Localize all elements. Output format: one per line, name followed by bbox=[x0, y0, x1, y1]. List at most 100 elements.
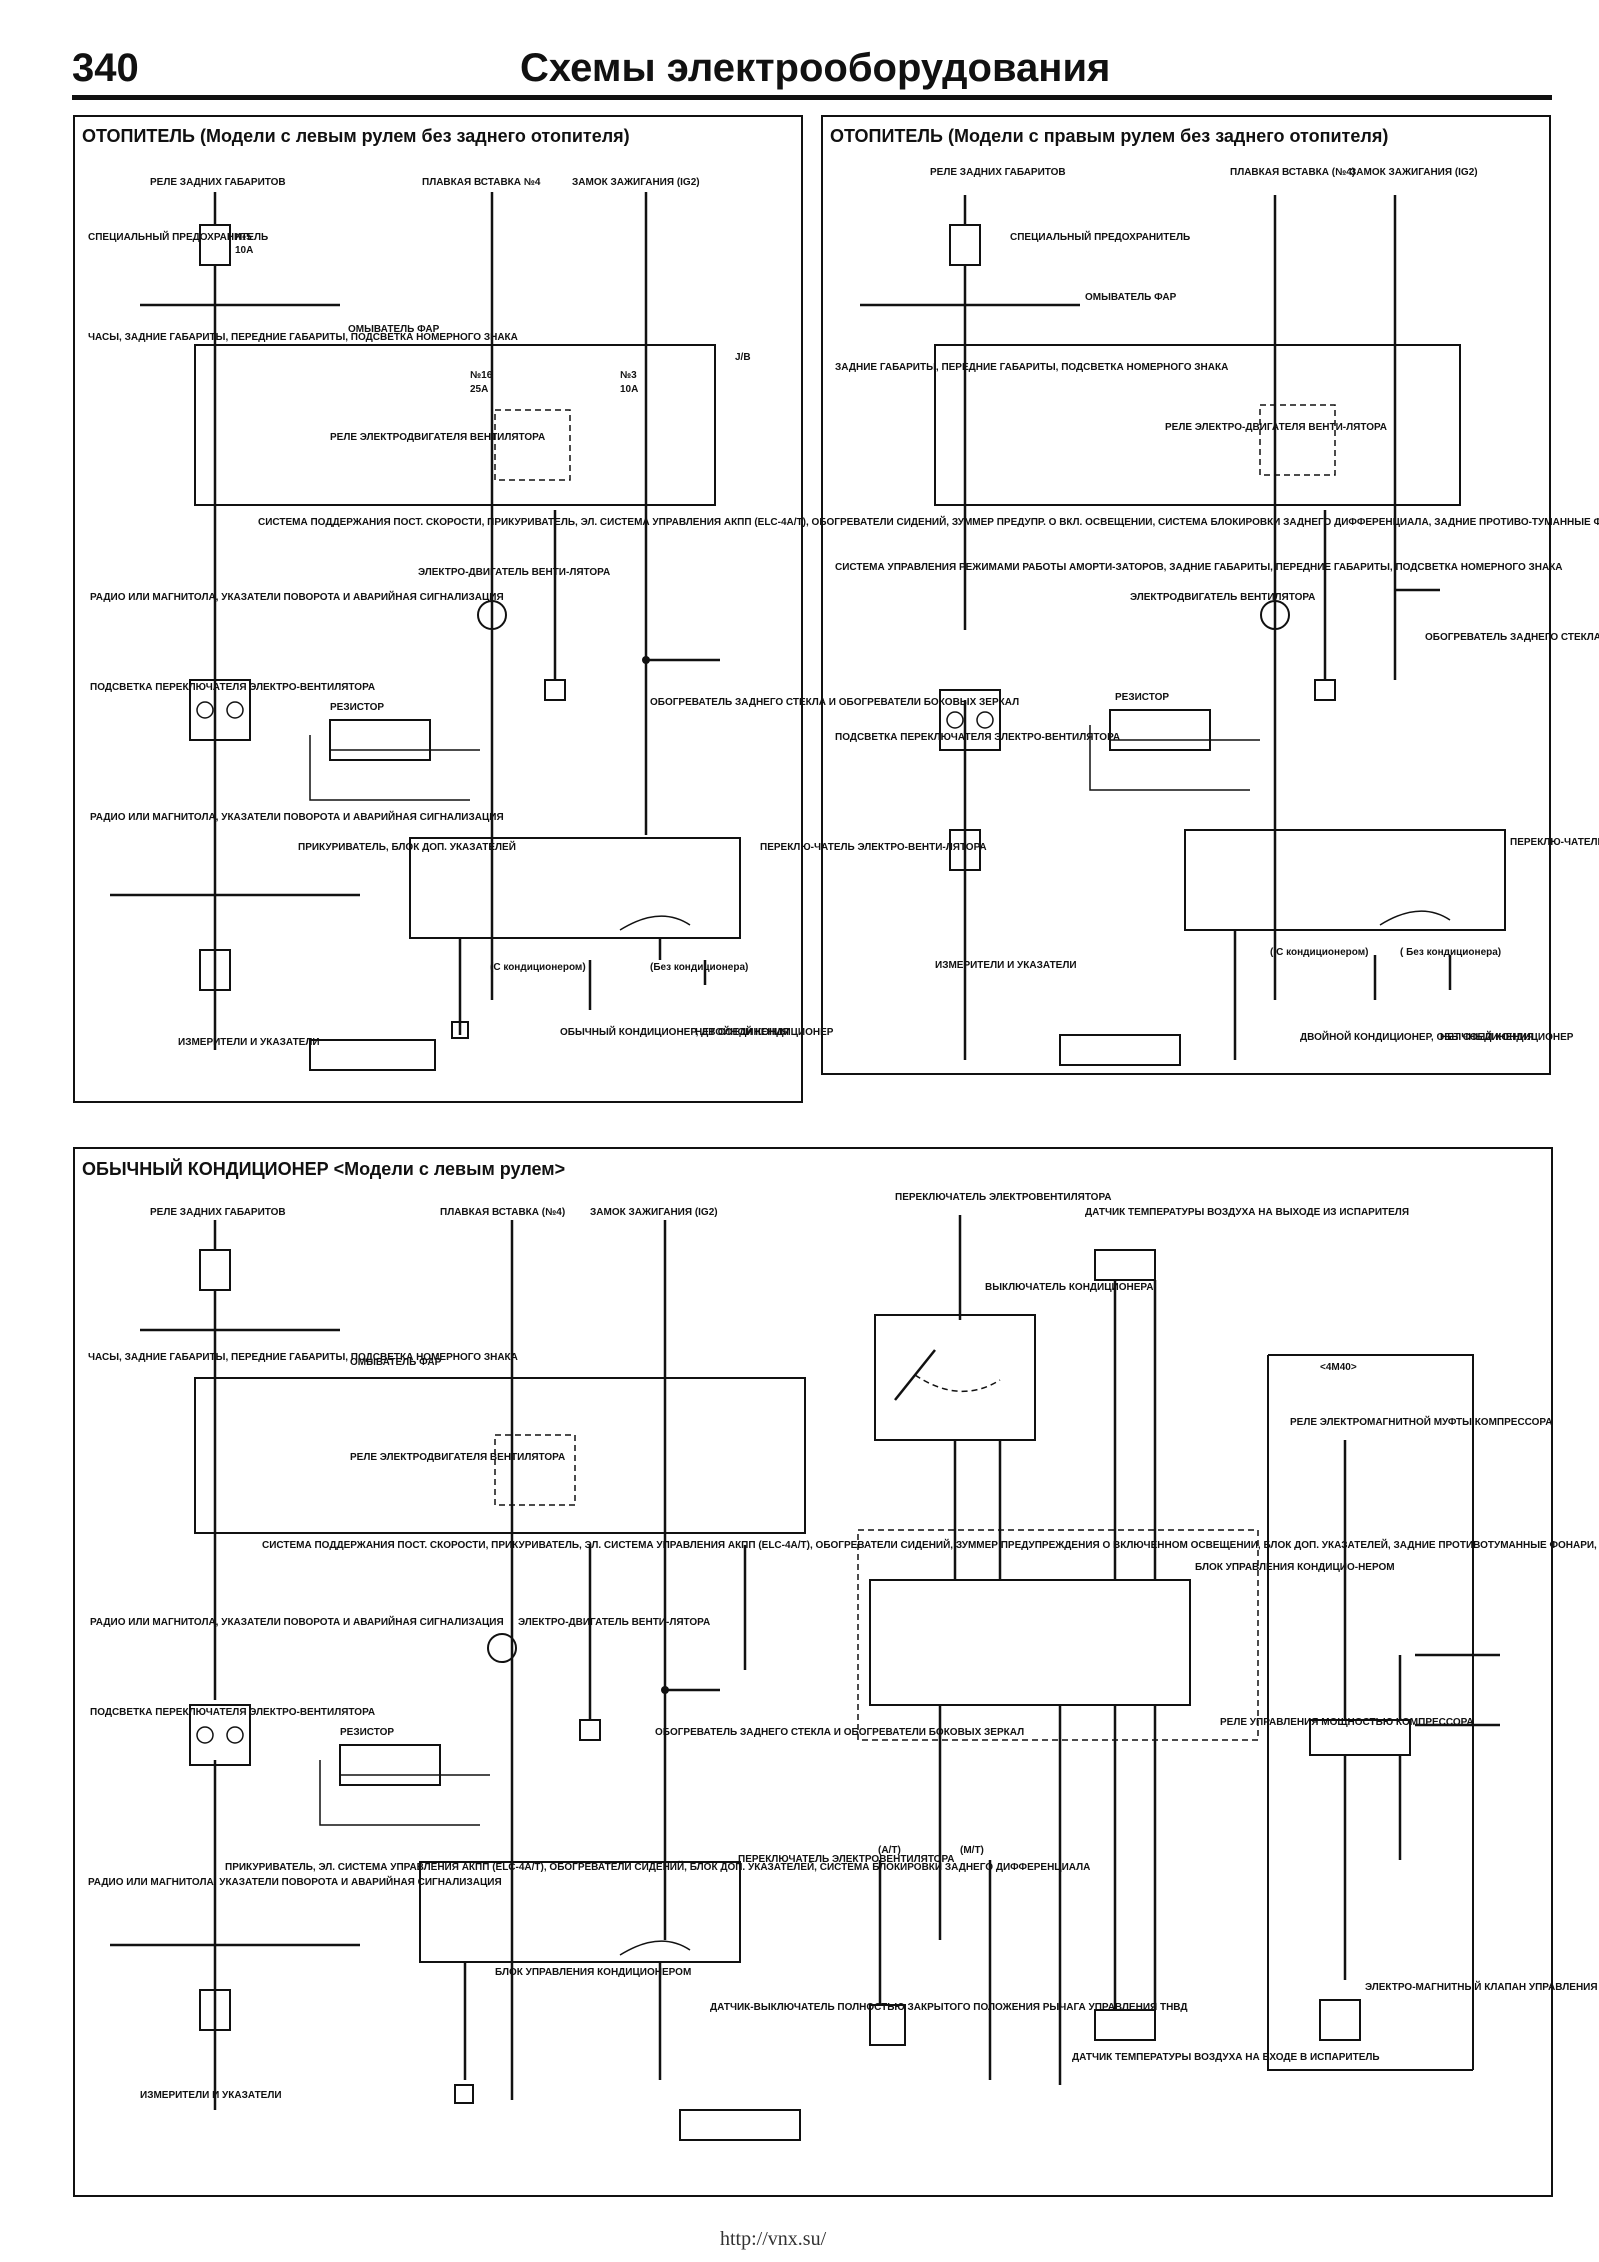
panel-title: ОТОПИТЕЛЬ (Модели с правым рулем без зад… bbox=[830, 126, 1388, 146]
jc-1 bbox=[199, 949, 231, 991]
solenoid-valve bbox=[1319, 1999, 1361, 2041]
label-mt: (M/T) bbox=[960, 1845, 984, 1856]
evap-outlet-sensor bbox=[1094, 1249, 1156, 1281]
label-lighter: ПРИКУРИВАТЕЛЬ, БЛОК ДОП. УКАЗАТЕЛЕЙ bbox=[298, 840, 516, 853]
label-solenoid: ЭЛЕКТРО-МАГНИТНЫЙ КЛАПАН УПРАВЛЕНИЯ МОЩН… bbox=[1365, 1980, 1599, 1993]
label-fan-switch-top: ПЕРЕКЛЮЧАТЕЛЬ ЭЛЕКТРОВЕНТИЛЯТОРА bbox=[895, 1192, 1111, 1203]
panel-frame bbox=[73, 115, 803, 1103]
label-radio-2: РАДИО ИЛИ МАГНИТОЛА, УКАЗАТЕЛИ ПОВОРОТА … bbox=[90, 810, 504, 823]
fan-motor bbox=[1260, 600, 1290, 630]
label-radio: РАДИО ИЛИ МАГНИТОЛА, УКАЗАТЕЛИ ПОВОРОТА … bbox=[90, 1615, 504, 1628]
label-headlight-washer: ОМЫВАТЕЛЬ ФАР bbox=[350, 1357, 442, 1368]
label-with-ac: (С кондиционером) bbox=[490, 962, 586, 973]
fuse-16-rating: 25A bbox=[470, 384, 488, 395]
label-resistor: РЕЗИСТОР bbox=[340, 1727, 394, 1738]
fan-motor bbox=[477, 600, 507, 630]
label-fan-motor: ЭЛЕКТРО-ДВИГАТЕЛЬ ВЕНТИ-ЛЯТОРА bbox=[418, 567, 610, 578]
label-ignition: ЗАМОК ЗАЖИГАНИЯ (IG2) bbox=[590, 1207, 718, 1218]
label-throttle-switch: ДАТЧИК-ВЫКЛЮЧАТЕЛЬ ПОЛНОСТЬЮ ЗАКРЫТОГО П… bbox=[710, 2002, 1188, 2013]
fan-relay bbox=[494, 409, 571, 481]
label-conventional-ac: ОБЫЧНЫЙ КОНДИЦИОНЕР, ДВОЙНОЙ КОНДИЦИОНЕР bbox=[560, 1025, 834, 1038]
fan-switch bbox=[419, 1861, 741, 1963]
fuse-5-rating: 10A bbox=[235, 245, 253, 256]
label-fusible-link: ПЛАВКАЯ ВСТАВКА (№4) bbox=[1230, 167, 1355, 178]
fan-switch bbox=[1184, 829, 1506, 931]
fuse-5-label: №5 bbox=[235, 232, 252, 243]
label-rear-lights-relay: РЕЛЕ ЗАДНИХ ГАБАРИТОВ bbox=[930, 167, 1066, 178]
label-clutch-relay: РЕЛЕ ЭЛЕКТРОМАГНИТНОЙ МУФТЫ КОМПРЕССОРА bbox=[1290, 1415, 1552, 1428]
throttle-switch bbox=[869, 2004, 906, 2046]
ac-control-unit-frame bbox=[857, 1529, 1259, 1741]
fuse-3-rating: 10A bbox=[620, 384, 638, 395]
label-with-ac: ( С кондиционером) bbox=[1270, 947, 1368, 958]
ground-1 bbox=[544, 679, 566, 701]
fuse-5 bbox=[199, 1249, 231, 1291]
fan-relay bbox=[494, 1434, 576, 1506]
resistor bbox=[339, 1744, 441, 1786]
label-radio-2: РАДИО ИЛИ МАГНИТОЛА, УКАЗАТЕЛИ ПОВОРОТА … bbox=[88, 1875, 502, 1888]
label-rear-lights-relay: РЕЛЕ ЗАДНИХ ГАБАРИТОВ bbox=[150, 1207, 286, 1218]
ground-1 bbox=[579, 1719, 601, 1741]
connector-c75 bbox=[1059, 1034, 1181, 1066]
label-systems: СИСТЕМА ПОДДЕРЖАНИЯ ПОСТ. СКОРОСТИ, ПРИК… bbox=[262, 1538, 1599, 1551]
label-at: (A/T) bbox=[878, 1845, 901, 1856]
header-rule bbox=[72, 95, 1552, 100]
switch-backlight bbox=[939, 689, 1001, 751]
jc-3 bbox=[949, 829, 981, 871]
label-special-fuse: СПЕЦИАЛЬНЫЙ ПРЕДОХРАНИТЕЛЬ bbox=[1010, 230, 1190, 243]
page-number: 340 bbox=[72, 46, 139, 90]
label-without-ac: (Без кондиционера) bbox=[650, 962, 748, 973]
label-headlight-washer: ОМЫВАТЕЛЬ ФАР bbox=[1085, 292, 1177, 303]
switch-backlight bbox=[189, 1704, 251, 1766]
label-ignition: ЗАМОК ЗАЖИГАНИЯ (IG2) bbox=[572, 177, 700, 188]
label-backlight: ПОДСВЕТКА ПЕРЕКЛЮЧАТЕЛЯ ЭЛЕКТРО-ВЕНТИЛЯТ… bbox=[90, 682, 375, 693]
label-fan-relay: РЕЛЕ ЭЛЕКТРОДВИГАТЕЛЯ ВЕНТИЛЯТОРА bbox=[350, 1452, 565, 1463]
fuse-3-label: №3 bbox=[620, 370, 637, 381]
label-clock-lights: ЧАСЫ, ЗАДНИЕ ГАБАРИТЫ, ПЕРЕДНИЕ ГАБАРИТЫ… bbox=[88, 332, 518, 343]
fuse-16-label: №16 bbox=[470, 370, 493, 381]
resistor bbox=[1109, 709, 1211, 751]
jc-1 bbox=[199, 1989, 231, 2031]
label-systems: СИСТЕМА ПОДДЕРЖАНИЯ ПОСТ. СКОРОСТИ, ПРИК… bbox=[258, 515, 1599, 528]
evap-inlet-sensor bbox=[1094, 2009, 1156, 2041]
label-damper-system: СИСТЕМА УПРАВЛЕНИЯ РЕЖИМАМИ РАБОТЫ АМОРТ… bbox=[835, 562, 1563, 573]
label-fan-switch: ПЕРЕКЛЮ-ЧАТЕЛЬ ЭЛЕКТРО-ВЕНТИ-ЛЯТОРА bbox=[760, 842, 987, 853]
label-rear-lights: ЗАДНИЕ ГАБАРИТЫ, ПЕРЕДНИЕ ГАБАРИТЫ, ПОДС… bbox=[835, 362, 1228, 373]
label-ac-switch: ВЫКЛЮЧАТЕЛЬ КОНДИЦИОНЕРА bbox=[985, 1282, 1153, 1293]
fan-motor bbox=[487, 1633, 517, 1663]
relay-4m40-frame bbox=[1267, 1354, 1474, 2071]
panel-ac-lhd: ОБЫЧНЫЙ КОНДИЦИОНЕР <Модели с левым руле… bbox=[73, 1147, 1599, 2197]
label-without-ac: ( Без кондиционера) bbox=[1400, 947, 1501, 958]
label-resistor: РЕЗИСТОР bbox=[1115, 692, 1169, 703]
label-fan-motor: ЭЛЕКТРО-ДВИГАТЕЛЬ ВЕНТИ-ЛЯТОРА bbox=[518, 1617, 710, 1628]
label-rear-defog: ОБОГРЕВАТЕЛЬ ЗАДНЕГО СТЕКЛА И ОБОГРЕВАТЕ… bbox=[655, 1727, 1024, 1738]
fuse-5 bbox=[949, 224, 981, 266]
label-evap-inlet: ДАТЧИК ТЕМПЕРАТУРЫ ВОЗДУХА НА ВХОДЕ В ИС… bbox=[1072, 2052, 1380, 2063]
label-backlight: ПОДСВЕТКА ПЕРЕКЛЮЧАТЕЛЯ ЭЛЕКТРО-ВЕНТИЛЯТ… bbox=[835, 732, 1120, 743]
label-fusible-link: ПЛАВКАЯ ВСТАВКА №4 bbox=[422, 177, 541, 188]
label-ac-control-unit: БЛОК УПРАВЛЕНИЯ КОНДИЦИО-НЕРОМ bbox=[1195, 1562, 1395, 1573]
junction-block bbox=[194, 1377, 806, 1534]
label-rear-defog: ОБОГРЕВАТЕЛЬ ЗАДНЕГО СТЕКЛА И ОБОГРЕВАТЕ… bbox=[650, 697, 1019, 708]
ground-2 bbox=[454, 2084, 474, 2104]
label-fan-switch: ПЕРЕКЛЮ-ЧАТЕЛЬ ЭЛЕКТРО-ВЕНТИ-ЛЯТОРА bbox=[1510, 837, 1599, 848]
label-no-connection: НЕТ СОЕДИНЕНИЯ bbox=[1440, 1032, 1534, 1043]
label-gauges: ИЗМЕРИТЕЛИ И УКАЗАТЕЛИ bbox=[140, 2090, 282, 2101]
panel-title: ОТОПИТЕЛЬ (Модели с левым рулем без задн… bbox=[82, 126, 630, 146]
label-fan-motor: ЭЛЕКТРОДВИГАТЕЛЬ ВЕНТИЛЯТОРА bbox=[1130, 592, 1315, 603]
label-rear-lights-relay: РЕЛЕ ЗАДНИХ ГАБАРИТОВ bbox=[150, 177, 286, 188]
label-headlight-washer: ОМЫВАТЕЛЬ ФАР bbox=[348, 324, 440, 335]
label-evap-sensor: ДАТЧИК ТЕМПЕРАТУРЫ ВОЗДУХА НА ВЫХОДЕ ИЗ … bbox=[1085, 1207, 1409, 1218]
label-ignition: ЗАМОК ЗАЖИГАНИЯ (IG2) bbox=[1350, 167, 1478, 178]
label-backlight: ПОДСВЕТКА ПЕРЕКЛЮЧАТЕЛЯ ЭЛЕКТРО-ВЕНТИЛЯТ… bbox=[90, 1707, 375, 1718]
label-jb: J/B bbox=[735, 352, 751, 363]
label-radio: РАДИО ИЛИ МАГНИТОЛА, УКАЗАТЕЛИ ПОВОРОТА … bbox=[90, 590, 504, 603]
label-fan-relay: РЕЛЕ ЭЛЕКТРО-ДВИГАТЕЛЯ ВЕНТИ-ЛЯТОРА bbox=[1165, 422, 1387, 433]
label-resistor: РЕЗИСТОР bbox=[330, 702, 384, 713]
panel-frame bbox=[73, 1147, 1553, 2197]
label-fan-switch: ПЕРЕКЛЮЧАТЕЛЬ ЭЛЕКТРОВЕНТИЛЯТОРА bbox=[738, 1854, 954, 1865]
label-4m40: <4M40> bbox=[1320, 1362, 1357, 1373]
panel-heater-lhd: ОТОПИТЕЛЬ (Модели с левым рулем без задн… bbox=[73, 115, 1599, 1103]
fan-switch bbox=[409, 837, 741, 939]
switch-backlight bbox=[189, 679, 251, 741]
